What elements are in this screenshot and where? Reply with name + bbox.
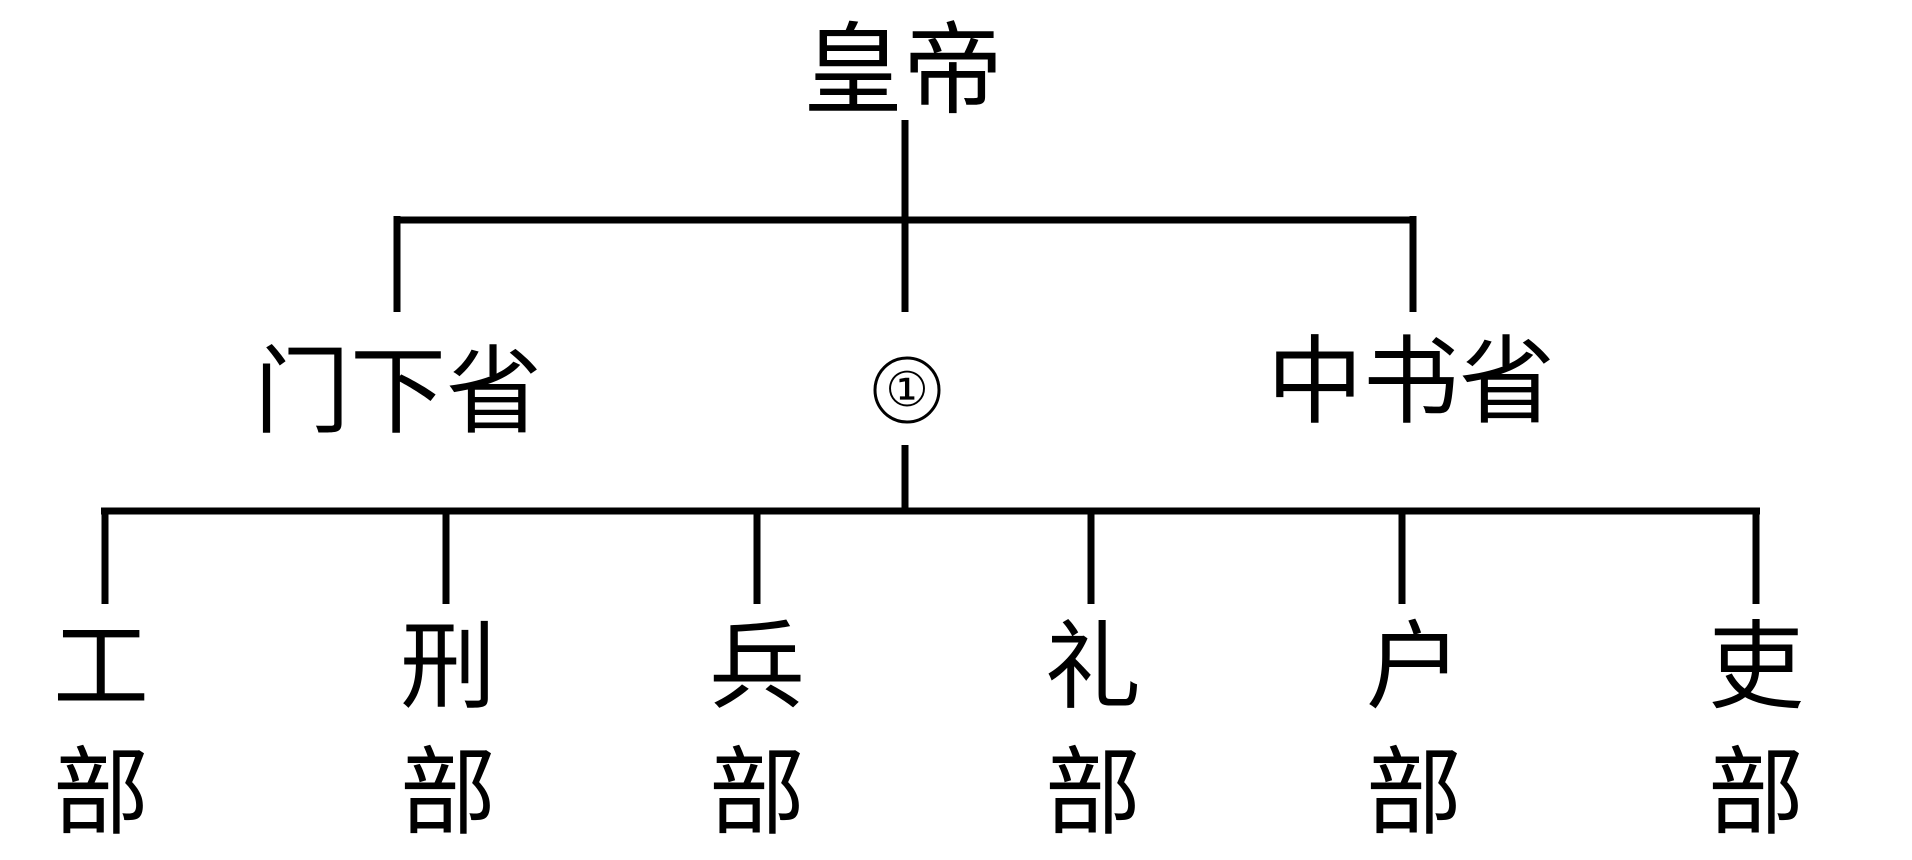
node-unknown-label: ① (885, 362, 928, 418)
node-hubu-line1: 户 (1366, 611, 1462, 723)
node-gongbu-line1: 工 (53, 611, 149, 723)
node-libu-personnel-line2: 部 (1708, 737, 1804, 849)
node-menxia: 门下省 (254, 336, 542, 448)
node-xingbu-line2: 部 (400, 737, 496, 849)
node-gongbu-line2: 部 (53, 737, 149, 849)
node-unknown-marker: ① (873, 356, 941, 424)
node-bingbu-line2: 部 (709, 737, 805, 849)
node-xingbu-line1: 刑 (400, 611, 496, 723)
connector-lines (101, 120, 1760, 604)
circle-marker-shape (873, 356, 941, 424)
node-libu-rites-line1: 礼 (1045, 611, 1141, 723)
node-hubu-line2: 部 (1366, 737, 1462, 849)
node-emperor: 皇帝 (803, 12, 1003, 129)
node-libu-rites-line2: 部 (1045, 737, 1141, 849)
node-libu-personnel-line1: 吏 (1708, 611, 1804, 723)
node-zhongshu: 中书省 (1267, 326, 1555, 438)
node-bingbu-line1: 兵 (709, 611, 805, 723)
